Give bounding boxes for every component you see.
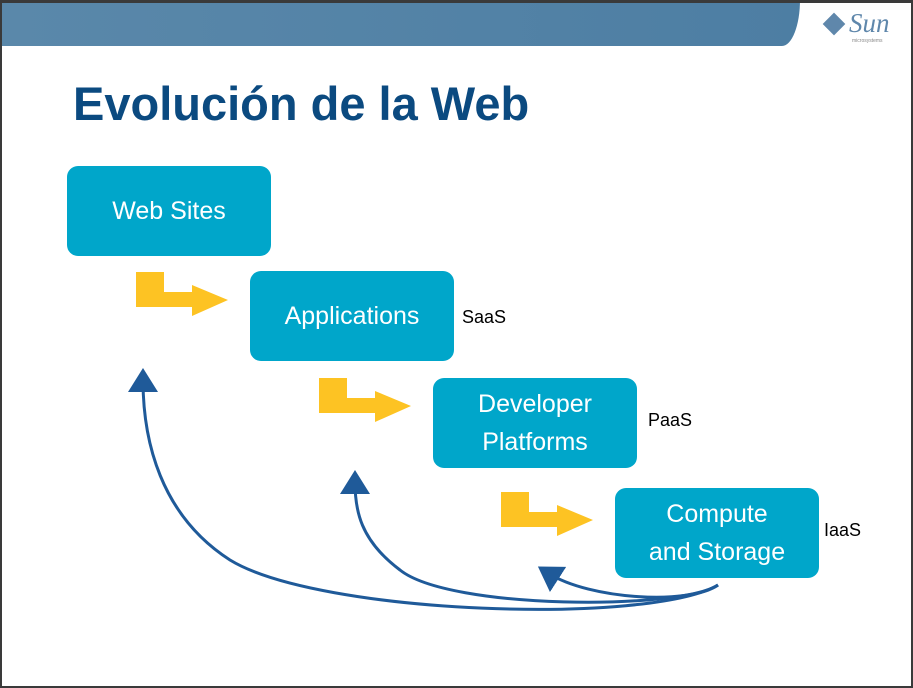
box-label: and Storage	[648, 538, 786, 566]
elbow-arrow-2	[319, 378, 411, 422]
logo-tagline: microsystems	[852, 38, 883, 44]
elbow-arrow-1	[136, 272, 228, 316]
box-label: Compute	[666, 500, 768, 528]
elbow-arrow-3	[501, 492, 593, 536]
paas-label: PaaS	[648, 410, 693, 430]
box-compute-storage: Compute and Storage	[615, 488, 819, 578]
box-label: Platforms	[482, 428, 588, 456]
curve-to-web-sites	[128, 368, 719, 611]
iaas-label: IaaS	[824, 520, 862, 540]
header-band	[0, 0, 800, 46]
slide-title: Evolución de la Web	[73, 77, 530, 130]
sun-diamond-icon	[822, 12, 846, 35]
logo-text: Sun	[849, 8, 890, 38]
box-label: Developer	[478, 390, 592, 418]
box-label: Web Sites	[112, 197, 226, 225]
sun-logo: Sun	[822, 8, 890, 39]
box-label: Applications	[284, 302, 420, 330]
box-web-sites: Web Sites	[67, 166, 271, 256]
saas-label: SaaS	[462, 307, 507, 327]
curve-to-developer	[537, 566, 719, 599]
box-applications: Applications	[250, 271, 454, 361]
